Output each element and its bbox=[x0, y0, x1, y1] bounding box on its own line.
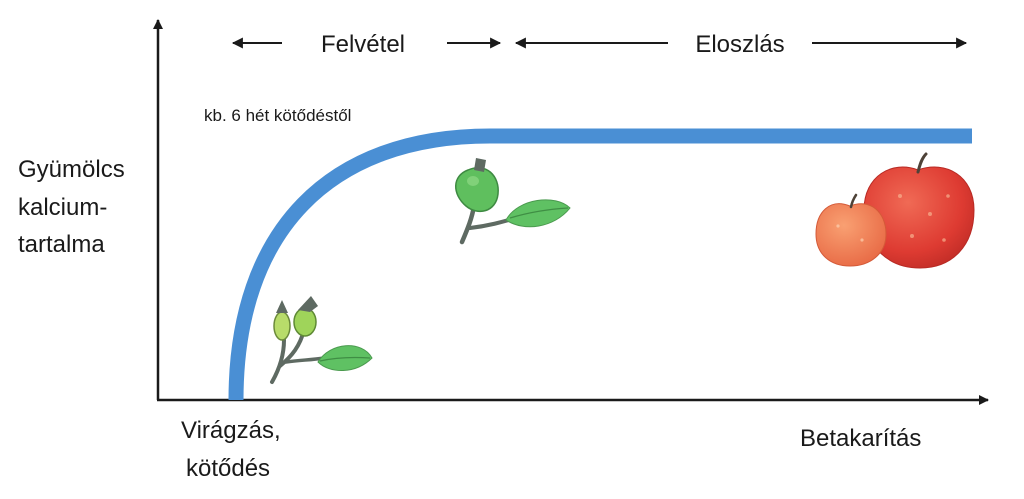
time-annotation: kb. 6 hét kötődéstől bbox=[204, 106, 351, 125]
phase-uptake-label: Felvétel bbox=[321, 31, 405, 58]
x-axis-start-label-line-1: Virágzás, bbox=[181, 417, 281, 444]
young-fruit-icon bbox=[455, 158, 571, 245]
y-axis-label-line-3: tartalma bbox=[18, 231, 105, 258]
phase-distribution-label: Eloszlás bbox=[695, 31, 784, 58]
x-axis-end-label: Betakarítás bbox=[800, 425, 921, 452]
fruitlet-cluster-icon bbox=[270, 296, 373, 384]
x-axis-start-label-line-2: kötődés bbox=[186, 455, 270, 482]
calcium-curve bbox=[228, 128, 972, 401]
y-axis-label-line-1: Gyümölcs bbox=[18, 156, 125, 183]
y-axis-label-line-2: kalcium- bbox=[18, 194, 107, 221]
apples-icon bbox=[815, 152, 975, 269]
